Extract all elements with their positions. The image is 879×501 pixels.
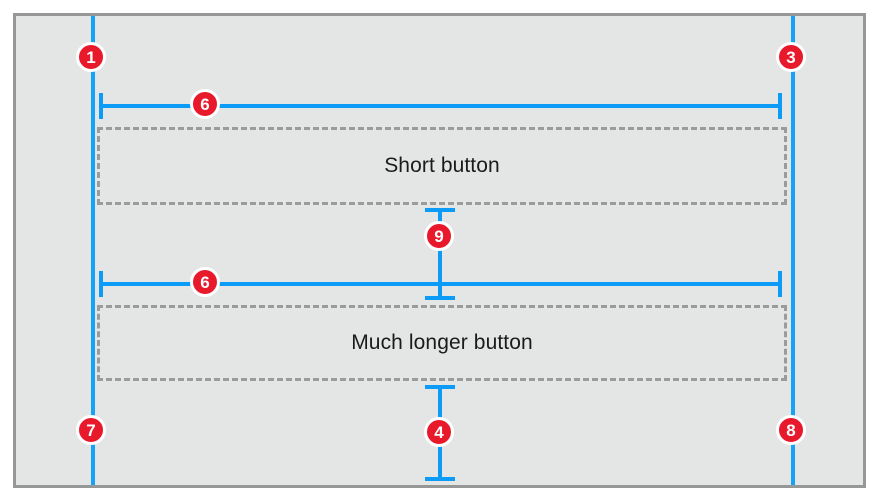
dimension-tick-start bbox=[425, 208, 455, 212]
badge-label: 7 bbox=[86, 420, 96, 440]
badge-label: 8 bbox=[786, 420, 796, 440]
badge-9-button-gap[interactable]: 9 bbox=[424, 221, 454, 251]
badge-6-long-width[interactable]: 6 bbox=[190, 267, 220, 297]
long-button-label: Much longer button bbox=[351, 331, 533, 354]
badge-1[interactable]: 1 bbox=[76, 42, 106, 72]
dimension-tick-end bbox=[778, 93, 782, 119]
short-button-outline[interactable]: Short button bbox=[97, 127, 787, 205]
badge-label: 6 bbox=[200, 94, 210, 114]
badge-label: 4 bbox=[434, 422, 444, 442]
dimension-tick-start bbox=[425, 385, 455, 389]
badge-label: 6 bbox=[200, 272, 210, 292]
badge-8[interactable]: 8 bbox=[776, 415, 806, 445]
long-button-outline[interactable]: Much longer button bbox=[97, 305, 787, 381]
guide-line-left bbox=[91, 16, 95, 485]
dimension-tick-end bbox=[425, 296, 455, 300]
dimension-line-long-button-width bbox=[99, 271, 782, 297]
guide-line-right bbox=[791, 16, 795, 485]
dimension-line-button-gap bbox=[425, 208, 455, 300]
canvas-frame: Short button Much longer button bbox=[13, 13, 866, 488]
badge-label: 9 bbox=[434, 226, 444, 246]
badge-label: 3 bbox=[786, 47, 796, 67]
dimension-tick-end bbox=[425, 477, 455, 481]
badge-7[interactable]: 7 bbox=[76, 415, 106, 445]
dimension-tick-start bbox=[99, 93, 103, 119]
dimension-tick-start bbox=[99, 271, 103, 297]
badge-4-bottom-margin[interactable]: 4 bbox=[424, 417, 454, 447]
badge-3[interactable]: 3 bbox=[776, 42, 806, 72]
dimension-line-short-button-width bbox=[99, 93, 782, 119]
badge-label: 1 bbox=[86, 47, 96, 67]
dimension-tick-end bbox=[778, 271, 782, 297]
badge-6-short-width[interactable]: 6 bbox=[190, 89, 220, 119]
short-button-label: Short button bbox=[384, 154, 500, 177]
